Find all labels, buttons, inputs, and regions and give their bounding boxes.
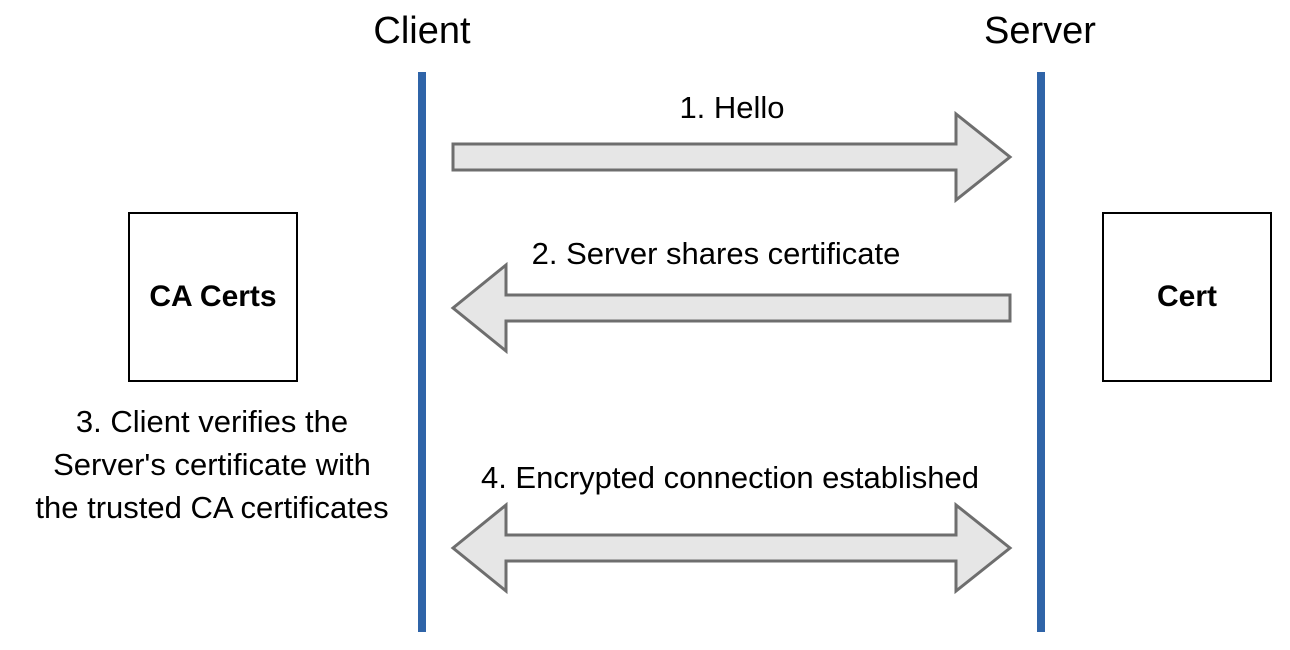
cert-label: Cert (1156, 280, 1217, 313)
cert-box: Cert (1102, 212, 1272, 382)
client-actor-label: Client (373, 10, 471, 52)
client-verifies-note: 3. Client verifies the Server's certific… (0, 400, 424, 529)
server-shares-label: 2. Server shares certificate (531, 236, 901, 271)
client-verifies-line-3: the trusted CA certificates (35, 490, 389, 525)
ca-certs-box: CA Certs (128, 212, 298, 382)
encrypted-connection-label: 4. Encrypted connection established (480, 460, 980, 495)
server-actor-label: Server (984, 10, 1096, 52)
client-verifies-line-2: Server's certificate with (53, 447, 371, 482)
client-verifies-line-1: 3. Client verifies the (75, 404, 349, 439)
server-shares-arrow (450, 261, 1012, 355)
client-lifeline (418, 72, 426, 632)
hello-label: 1. Hello (679, 90, 785, 125)
ca-certs-label: CA Certs (149, 280, 277, 313)
encrypted-connection-arrow (450, 501, 1013, 595)
hello-arrow (451, 110, 1013, 204)
server-lifeline (1037, 72, 1045, 632)
